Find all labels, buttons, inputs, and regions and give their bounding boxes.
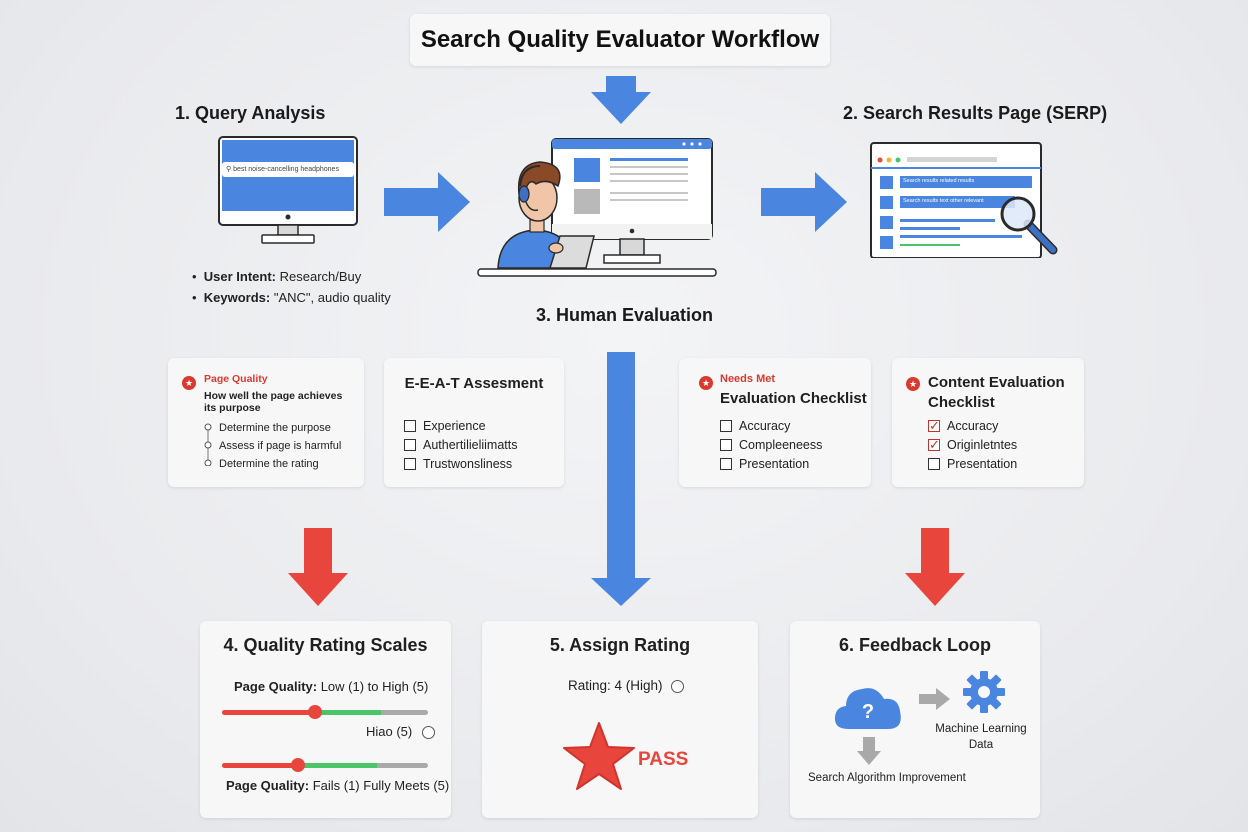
checkbox[interactable] [928, 457, 940, 470]
scale1-caption: Page Quality: Low (1) to High (5) [234, 679, 429, 694]
checklist-item[interactable]: Compleeneess [720, 436, 822, 455]
assign-rating-heading: 5. Assign Rating [549, 635, 691, 655]
scale1-knob[interactable] [308, 705, 322, 719]
scale1-slider[interactable] [222, 705, 428, 719]
scale2-green-segment [298, 763, 377, 768]
eeat-card: E-E-A-T Assesment Experience Authertilie… [384, 358, 564, 487]
content-evaluation-checklist: Accuracy Originletntes Presentation [928, 416, 1017, 474]
serp-window-illustration [870, 142, 1058, 258]
scale1-green-segment [315, 710, 381, 715]
arrow-down-gray-icon [857, 737, 881, 765]
star-badge-icon: ★ [699, 376, 713, 390]
steps-timeline [204, 423, 212, 466]
step-item: Assess if page is harmful [219, 440, 342, 452]
arrow-left-red [288, 528, 348, 606]
search-query-text: best noise-cancelling headphones [233, 166, 339, 173]
scale2-caption: Page Quality: Fails (1) Fully Meets (5) [226, 778, 450, 793]
page-quality-card: ★ Page Quality How well the page achieve… [168, 358, 364, 487]
feedback-loop-card: 6. Feedback Loop ? Machine Learning Data… [790, 621, 1040, 818]
serp-result-1[interactable]: Search results related results [903, 178, 975, 184]
scale2-slider[interactable] [222, 758, 428, 772]
pass-label: PASS [638, 749, 689, 770]
checkbox[interactable] [404, 457, 416, 470]
star-icon [563, 722, 635, 790]
checklist-item[interactable]: Originletntes [928, 435, 1017, 455]
scale1-red-segment [222, 710, 315, 715]
checkbox[interactable] [404, 419, 416, 432]
needs-met-heading: Evaluation Checklist [720, 390, 867, 407]
checklist-item[interactable]: Trustwonsliness [404, 455, 517, 474]
assign-rating-card: 5. Assign Rating Rating: 4 (High) PASS [482, 621, 758, 818]
arrow-right-gray-icon [919, 688, 950, 710]
checkbox[interactable] [720, 457, 732, 470]
step-item: Determine the purpose [219, 422, 331, 434]
high-radio-row[interactable]: Hiao (5) [366, 724, 435, 740]
checklist-item[interactable]: Experience [404, 417, 517, 436]
evaluator-illustration [477, 138, 717, 277]
search-icon: ⚲ [226, 166, 232, 173]
arrow-query-right [384, 172, 470, 232]
checklist-item[interactable]: Accuracy [928, 416, 1017, 436]
page-quality-subtitle: How well the page achieves its purpose [204, 390, 343, 414]
rating-scales-heading: 4. Quality Rating Scales [223, 635, 428, 655]
star-badge-icon: ★ [182, 376, 196, 390]
diagram-title: Search Quality Evaluator Workflow [410, 14, 830, 66]
content-evaluation-heading: Content Evaluation Checklist [928, 374, 1065, 411]
human-evaluation-heading: 3. Human Evaluation [536, 305, 714, 325]
radio-button[interactable] [421, 726, 435, 740]
eeat-heading: E-E-A-T Assesment [404, 375, 544, 392]
bullet-user-intent: • User Intent: Research/Buy [192, 269, 362, 284]
checkbox[interactable] [404, 438, 416, 451]
step-item: Determine the rating [219, 458, 319, 470]
ml-data-label: Machine Learning Data [935, 723, 1027, 751]
arrow-center-down [591, 352, 651, 606]
needs-met-tag: Needs Met [720, 373, 776, 385]
content-evaluation-card: ★ Content Evaluation Checklist Accuracy … [892, 358, 1084, 487]
needs-met-checklist: Accuracy Compleeneess Presentation [720, 417, 822, 474]
checklist-item[interactable]: Authertilieliimatts [404, 436, 517, 455]
checkbox-checked[interactable] [928, 416, 940, 435]
bullet-keywords: • Keywords: "ANC", audio quality [192, 290, 391, 305]
arrow-title-down [591, 76, 651, 124]
rating-scales-card: 4. Quality Rating Scales Page Quality: L… [200, 621, 451, 818]
radio-button[interactable] [671, 679, 685, 693]
checklist-item[interactable]: Presentation [928, 455, 1017, 474]
checkbox[interactable] [720, 438, 732, 451]
scale2-knob[interactable] [291, 758, 305, 772]
algorithm-improvement-label: Search Algorithm Improvement [808, 772, 966, 784]
checklist-item[interactable]: Presentation [720, 455, 822, 474]
eeat-checklist: Experience Authertilieliimatts Trustwons… [404, 417, 517, 474]
arrow-serp-right [761, 172, 847, 232]
svg-text:?: ? [862, 701, 874, 723]
cloud-question-icon: ? [834, 688, 901, 729]
feedback-loop-heading: 6. Feedback Loop [838, 635, 992, 655]
query-analysis-heading: 1. Query Analysis [175, 103, 326, 123]
page-quality-tag: Page Quality [204, 373, 268, 385]
search-input[interactable]: ⚲ best noise-cancelling headphones [222, 162, 354, 177]
checkbox-checked[interactable] [928, 435, 940, 454]
arrow-right-red [905, 528, 965, 606]
star-badge-icon: ★ [906, 377, 920, 391]
rating-row[interactable]: Rating: 4 (High) [568, 678, 685, 693]
page-quality-steps: Determine the purpose Assess if page is … [219, 419, 341, 473]
gear-icon [963, 671, 1005, 713]
serp-heading: 2. Search Results Page (SERP) [843, 103, 1108, 123]
checkbox[interactable] [720, 419, 732, 432]
query-bullets: • User Intent: Research/Buy • Keywords: … [192, 266, 391, 308]
monitor-icon [218, 136, 358, 244]
needs-met-card: ★ Needs Met Evaluation Checklist Accurac… [679, 358, 871, 487]
checklist-item[interactable]: Accuracy [720, 417, 822, 436]
scale2-red-segment [222, 763, 298, 768]
serp-result-2[interactable]: Search results text other relevant [903, 198, 984, 204]
